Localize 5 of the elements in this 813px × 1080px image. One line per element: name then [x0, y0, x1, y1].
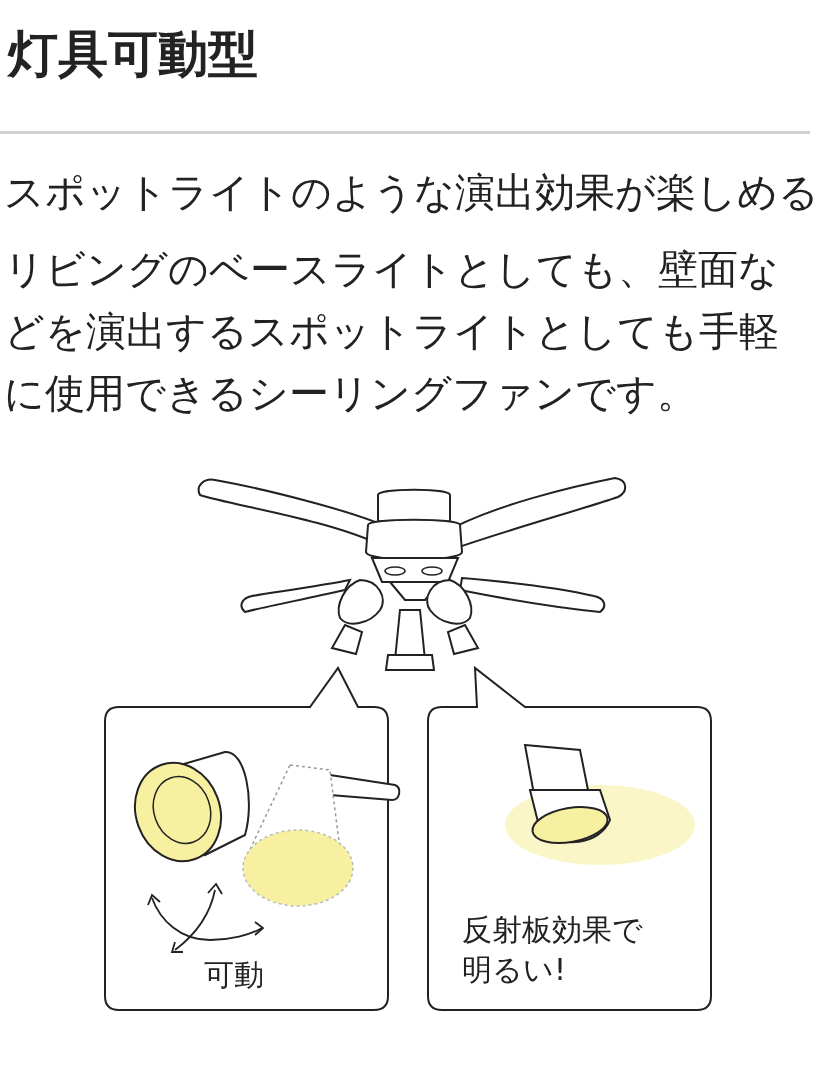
callout-text: 反射板効果で明るい! — [462, 911, 644, 989]
description-text: リビングのベースライトとしても、壁面などを演出するスポットライトとしても手軽に使用できるシーリングファンです。 — [4, 245, 780, 418]
heading: 灯具可動型 — [8, 24, 258, 85]
callout-text: 可動 — [204, 956, 264, 994]
callout-bubble — [427, 665, 713, 1012]
